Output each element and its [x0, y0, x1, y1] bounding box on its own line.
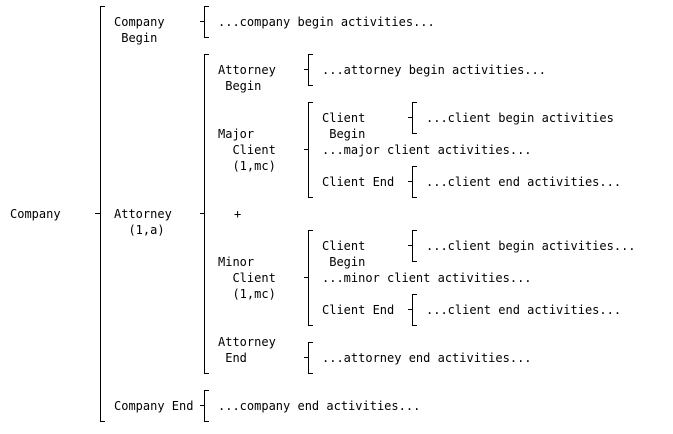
root-bracket-tick: [95, 213, 100, 214]
company-begin-label-line2: Begin: [114, 31, 158, 45]
major-client-end-bracket-tick: [408, 181, 412, 182]
major-client-label-line2: Client: [218, 143, 276, 157]
major-client-begin-label-line2: Begin: [322, 127, 366, 141]
minor-client-begin-label-line2: Begin: [322, 255, 366, 269]
company-begin-label-line1: Company: [114, 15, 165, 29]
minor-client-label-line3: (1,mc): [218, 287, 276, 301]
company-end-label: Company End: [114, 399, 194, 413]
plus-symbol: +: [234, 207, 242, 221]
attorney-end-bracket: [308, 342, 313, 374]
major-client-begin-label-line1: Client: [322, 111, 366, 125]
minor-client-begin-label-line1: Client: [322, 239, 366, 253]
attorney-end-label-line2: End: [218, 351, 247, 365]
minor-client-end-bracket: [412, 294, 417, 326]
root-bracket: [100, 6, 105, 422]
attorney-end-bracket-tick: [304, 357, 308, 358]
attorney-begin-activity: ...attorney begin activities...: [322, 63, 546, 77]
attorney-label-line2: (1,a): [114, 223, 165, 237]
company-begin-bracket: [204, 6, 209, 38]
attorney-bracket: [204, 54, 209, 374]
minor-client-end-activity: ...client end activities...: [426, 303, 622, 317]
attorney-bracket-tick: [200, 213, 204, 214]
company-end-bracket-tick: [200, 405, 204, 406]
minor-client-begin-bracket: [412, 230, 417, 262]
minor-client-begin-activity: ...client begin activities...: [426, 239, 636, 253]
minor-client-end-label: Client End: [322, 303, 395, 317]
attorney-end-label-line1: Attorney: [218, 335, 276, 349]
major-client-begin-bracket-tick: [408, 117, 412, 118]
major-client-end-label: Client End: [322, 175, 395, 189]
major-client-end-bracket: [412, 166, 417, 198]
major-client-begin-bracket: [412, 102, 417, 134]
minor-client-bracket-tick: [304, 277, 308, 278]
major-client-label-line3: (1,mc): [218, 159, 276, 173]
company-end-bracket: [204, 390, 209, 422]
attorney-begin-label-line1: Attorney: [218, 63, 276, 77]
attorney-begin-label-line2: Begin: [218, 79, 262, 93]
minor-client-label-line1: Minor: [218, 255, 255, 269]
minor-client-bracket: [308, 230, 313, 326]
major-client-bracket: [308, 102, 313, 198]
major-client-bracket-tick: [304, 149, 308, 150]
company-begin-bracket-tick: [200, 21, 204, 22]
minor-client-label-line2: Client: [218, 271, 276, 285]
company-end-activity: ...company end activities...: [218, 399, 421, 413]
company-begin-activity: ...company begin activities...: [218, 15, 435, 29]
major-client-label-line1: Major: [218, 127, 255, 141]
minor-client-begin-bracket-tick: [408, 245, 412, 246]
major-client-body: ...major client activities...: [322, 143, 532, 157]
attorney-begin-bracket-tick: [304, 69, 308, 70]
attorney-end-activity: ...attorney end activities...: [322, 351, 532, 365]
minor-client-body: ...minor client activities...: [322, 271, 532, 285]
attorney-begin-bracket: [308, 54, 313, 86]
minor-client-end-bracket-tick: [408, 309, 412, 310]
major-client-begin-activity: ...client begin activities: [426, 111, 614, 125]
major-client-end-activity: ...client end activities...: [426, 175, 622, 189]
attorney-label-line1: Attorney: [114, 207, 172, 221]
root-label: Company: [10, 207, 61, 221]
